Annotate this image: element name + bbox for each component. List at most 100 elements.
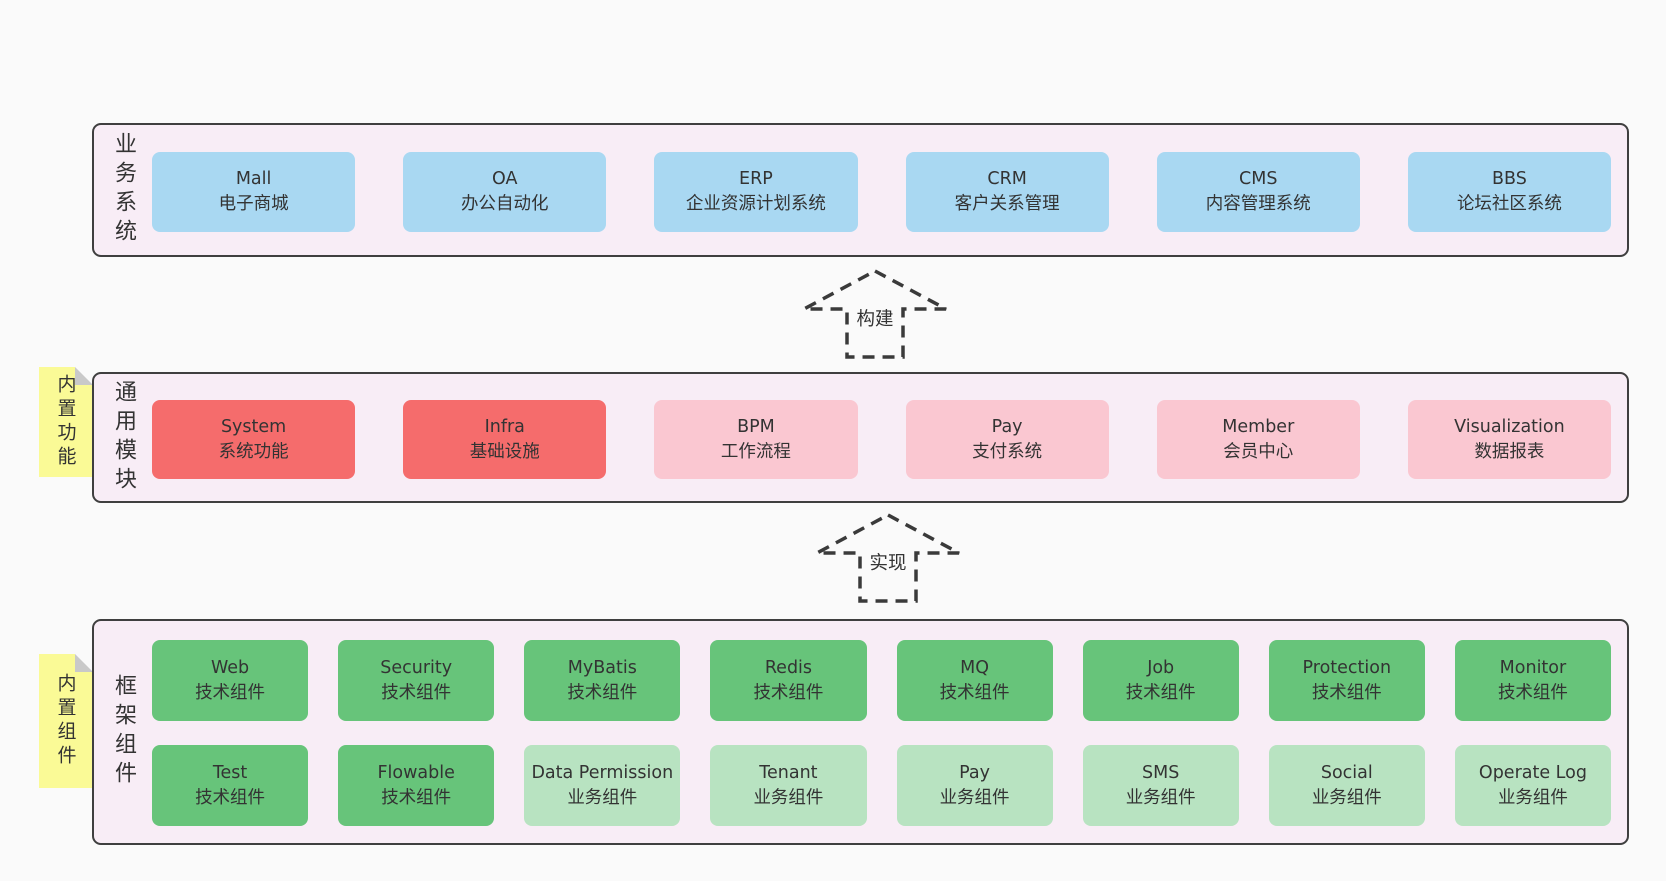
sticky-note-builtin-functions: 内置功能 — [39, 367, 93, 477]
module-name: OA — [492, 169, 518, 190]
sticky-note-builtin-components: 内置组件 — [39, 654, 93, 788]
module-name: BBS — [1492, 169, 1527, 190]
module-box-crm: CRM 客户关系管理 — [905, 152, 1109, 232]
module-name: System — [220, 416, 287, 437]
module-name: Pay — [991, 416, 1023, 437]
build-arrow-label: 构建 — [852, 304, 898, 332]
module-box-bbs: BBS 论坛社区系统 — [1407, 152, 1612, 232]
module-box-protection: Protection 技术组件 — [1268, 640, 1425, 721]
module-description: 技术组件 — [1497, 682, 1568, 703]
module-name: Test — [212, 762, 248, 783]
module-name: Redis — [764, 657, 813, 678]
module-name: Flowable — [377, 762, 455, 783]
module-name: Tenant — [759, 762, 818, 783]
module-box-job: Job 技术组件 — [1082, 640, 1239, 721]
module-name: ERP — [739, 169, 773, 190]
module-description: 技术组件 — [195, 787, 266, 808]
module-description: 内容管理系统 — [1205, 194, 1311, 214]
business-systems-row: Mall 电子商城 OA 办公自动化 ERP 企业资源计划系统 CRM 客户关系管理 CMS 内容… — [152, 152, 1612, 232]
module-description: 论坛社区系统 — [1456, 194, 1562, 214]
module-name: Infra — [484, 416, 525, 437]
module-name: CMS — [1239, 169, 1278, 190]
panel-framework-components-label: 框架组件 — [111, 674, 136, 790]
module-name: BPM — [737, 416, 775, 437]
module-box-redis: Redis 技术组件 — [710, 640, 867, 721]
module-box-infra: Infra 基础设施 — [403, 400, 607, 479]
sticky-note-builtin-components-label: 内置组件 — [54, 673, 77, 769]
module-name: Web — [210, 657, 250, 678]
module-box-system: System 系统功能 — [152, 400, 356, 479]
module-description: 业务组件 — [1311, 787, 1382, 808]
module-description: 企业资源计划系统 — [685, 194, 826, 214]
module-name: Visualization — [1454, 416, 1565, 437]
up-block-arrow-icon — [816, 513, 960, 603]
module-box-pay: Pay 业务组件 — [896, 745, 1053, 826]
module-description: 技术组件 — [381, 682, 452, 703]
module-box-flowable: Flowable 技术组件 — [338, 745, 495, 826]
build-arrow: 构建 — [800, 268, 950, 360]
module-description: 客户关系管理 — [954, 194, 1060, 214]
module-description: 数据报表 — [1474, 441, 1545, 462]
module-description: 技术组件 — [939, 682, 1010, 703]
module-name: Monitor — [1499, 657, 1567, 678]
module-name: Operate Log — [1478, 762, 1587, 783]
module-name: CRM — [987, 169, 1027, 190]
module-description: 业务组件 — [1125, 787, 1196, 808]
module-box-data-permission: Data Permission 业务组件 — [524, 745, 681, 826]
implement-arrow-label: 实现 — [865, 548, 911, 576]
module-name: Data Permission — [531, 762, 674, 783]
module-box-social: Social 业务组件 — [1268, 745, 1425, 826]
module-description: 业务组件 — [753, 787, 824, 808]
module-description: 系统功能 — [218, 441, 289, 462]
module-description: 工作流程 — [720, 441, 791, 462]
module-description: 技术组件 — [1311, 682, 1382, 703]
module-box-operate-log: Operate Log 业务组件 — [1454, 745, 1611, 826]
module-name: SMS — [1142, 762, 1180, 783]
module-name: MQ — [960, 657, 989, 678]
module-box-sms: SMS 业务组件 — [1082, 745, 1239, 826]
module-name: Pay — [959, 762, 990, 783]
module-description: 办公自动化 — [461, 194, 549, 214]
module-description: 基础设施 — [469, 441, 540, 462]
module-box-monitor: Monitor 技术组件 — [1454, 640, 1611, 721]
module-box-pay: Pay 支付系统 — [905, 400, 1109, 479]
module-name: MyBatis — [567, 657, 637, 678]
panel-common-modules: 通用模块 System 系统功能 Infra 基础设施 BPM 工作流程 Pay 支付系统 Me… — [92, 372, 1629, 503]
module-name: Protection — [1302, 657, 1392, 678]
module-box-security: Security 技术组件 — [338, 640, 495, 721]
module-name: Social — [1320, 762, 1373, 783]
module-description: 技术组件 — [753, 682, 824, 703]
module-description: 电子商城 — [218, 194, 289, 214]
module-description: 业务组件 — [567, 787, 638, 808]
up-block-arrow-icon — [803, 269, 947, 359]
module-name: Mall — [235, 169, 272, 190]
module-box-visualization: Visualization 数据报表 — [1407, 400, 1612, 479]
implement-arrow: 实现 — [813, 512, 963, 604]
module-box-tenant: Tenant 业务组件 — [710, 745, 867, 826]
sticky-note-builtin-functions-label: 内置功能 — [54, 374, 77, 470]
module-description: 支付系统 — [972, 441, 1043, 462]
module-name: Member — [1222, 416, 1295, 437]
panel-business-systems: 业务系统 Mall 电子商城 OA 办公自动化 ERP 企业资源计划系统 CRM 客户关系管理… — [92, 123, 1629, 257]
module-box-mall: Mall 电子商城 — [152, 152, 356, 232]
module-description: 技术组件 — [1125, 682, 1196, 703]
module-box-mq: MQ 技术组件 — [896, 640, 1053, 721]
module-box-bpm: BPM 工作流程 — [654, 400, 858, 479]
module-box-oa: OA 办公自动化 — [403, 152, 607, 232]
module-box-mybatis: MyBatis 技术组件 — [524, 640, 681, 721]
panel-business-systems-label: 业务系统 — [111, 132, 136, 248]
module-description: 业务组件 — [1497, 787, 1568, 808]
module-description: 技术组件 — [567, 682, 638, 703]
panel-common-modules-label: 通用模块 — [111, 379, 136, 496]
module-box-cms: CMS 内容管理系统 — [1156, 152, 1360, 232]
module-name: Security — [380, 657, 453, 678]
module-description: 技术组件 — [381, 787, 452, 808]
module-name: Job — [1147, 657, 1175, 678]
module-description: 业务组件 — [939, 787, 1010, 808]
